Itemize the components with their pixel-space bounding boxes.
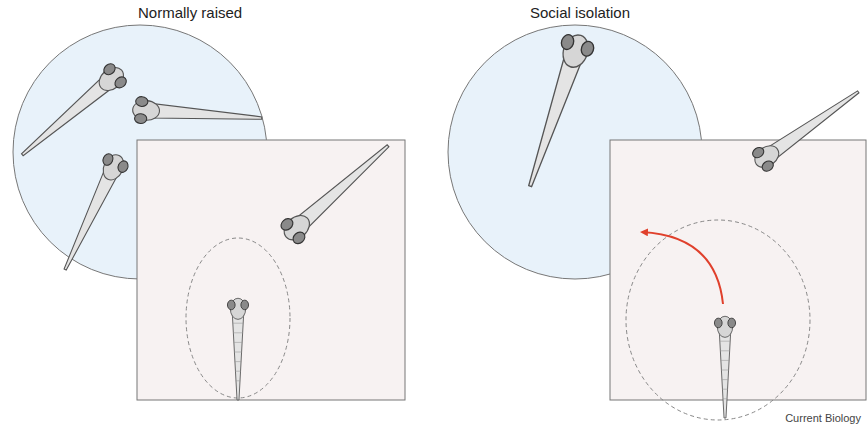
test-arena [610, 140, 866, 400]
panel-title: Normally raised [138, 4, 242, 21]
focal-larva [227, 298, 248, 400]
panel-title: Social isolation [530, 4, 630, 21]
larva [14, 60, 131, 165]
focal-larva [714, 316, 735, 418]
turn-arrow [642, 232, 723, 304]
journal-watermark: Current Biology [785, 412, 861, 424]
larva [132, 96, 263, 131]
larva [277, 135, 398, 247]
larva [749, 81, 866, 174]
dashed-zone [626, 220, 810, 420]
larva [53, 150, 131, 275]
test-arena [137, 140, 405, 400]
larva [515, 30, 597, 191]
